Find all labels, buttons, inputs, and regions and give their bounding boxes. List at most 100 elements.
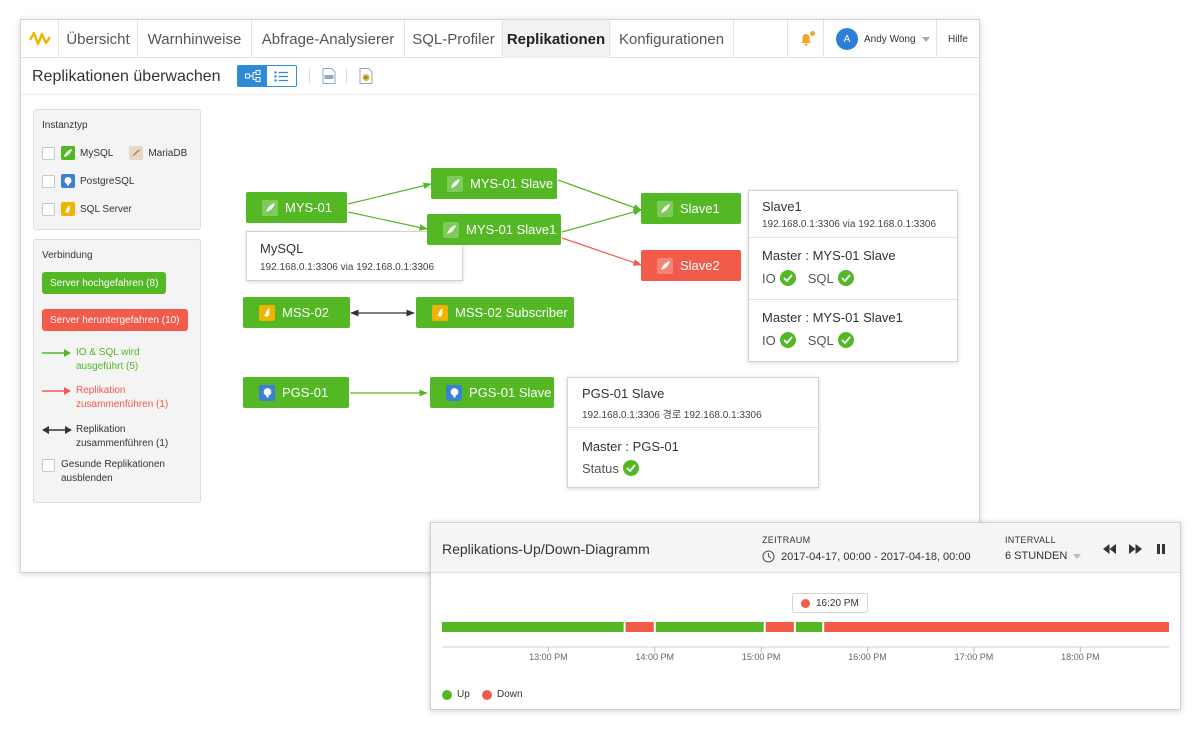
timeline-segment-up[interactable]: [795, 622, 823, 632]
checkbox[interactable]: [42, 146, 55, 160]
arrow-right-icon: [42, 349, 71, 357]
user-menu[interactable]: A Andy Wong: [823, 20, 936, 58]
chart-title: Replikations-Up/Down-Diagramm: [442, 541, 650, 557]
image-export-icon[interactable]: [359, 68, 373, 84]
axis-tick-label: 16:00 PM: [848, 652, 887, 662]
topology-view-button[interactable]: [238, 66, 267, 86]
interval-select[interactable]: 6 STUNDEN: [1005, 550, 1082, 562]
arrow-bidirectional-icon: [42, 426, 72, 434]
node-pgs-01-slave[interactable]: PGS-01 Slave: [430, 377, 554, 408]
node-pgs-01[interactable]: PGS-01: [243, 377, 349, 408]
filter-mysql[interactable]: MySQL MariaDB: [42, 146, 187, 160]
node-mss-02[interactable]: MSS-02: [243, 297, 350, 328]
mysql-icon: [657, 257, 673, 274]
mysql-icon: [61, 146, 75, 160]
postgresql-icon: [259, 384, 275, 401]
filter-label: SQL Server: [80, 203, 132, 215]
check-icon: [779, 332, 796, 348]
node-label: MSS-02 Subscriber: [455, 305, 568, 320]
check-icon: [837, 270, 854, 286]
servers-up-button[interactable]: Server hochgefahren (8): [42, 272, 167, 294]
servers-down-button[interactable]: Server heruntergefahren (10): [42, 309, 188, 331]
connection-filter-panel: Verbindung Server hochgefahren (8) Serve…: [33, 239, 201, 503]
mysql-icon: [657, 200, 673, 217]
card-title: MySQL: [260, 241, 304, 256]
tab-replikationen[interactable]: Replikationen: [503, 20, 610, 58]
toolbar-divider: [309, 68, 310, 84]
card-divider: [568, 427, 818, 428]
sqlserver-icon: [259, 304, 275, 321]
postgresql-icon: [446, 384, 462, 401]
timeline-segment-down[interactable]: [765, 622, 794, 632]
card-title: Slave1: [762, 199, 802, 214]
axis-tick-label: 18:00 PM: [1061, 652, 1100, 662]
node-label: Slave2: [680, 258, 720, 273]
axis-tick-label: 17:00 PM: [955, 652, 994, 662]
tab-uebersicht[interactable]: Übersicht: [59, 20, 138, 58]
period-selector[interactable]: 2017-04-17, 00:00 - 2017-04-18, 00:00: [762, 550, 971, 563]
axis-tick-label: 13:00 PM: [529, 652, 568, 662]
topology-icon: [244, 70, 260, 82]
card-title: PGS-01 Slave: [582, 386, 665, 401]
filter-label: PostgreSQL: [80, 175, 135, 187]
card-divider: [749, 237, 957, 238]
checkbox[interactable]: [42, 202, 55, 216]
help-link[interactable]: Hilfe: [936, 20, 979, 58]
timeline-tooltip: 16:20 PM: [792, 593, 868, 613]
replication-monitor-window: Übersicht Warnhinweise Abfrage-Analysier…: [20, 19, 980, 573]
card-divider: [749, 299, 957, 300]
arrow-right-icon: [42, 387, 71, 395]
tab-warnhinweise[interactable]: Warnhinweise: [138, 20, 252, 58]
timeline-segment-up[interactable]: [442, 622, 624, 632]
node-mss-02-subscriber[interactable]: MSS-02 Subscriber: [416, 297, 574, 328]
node-mys-01-slave[interactable]: MYS-01 Slave: [431, 168, 557, 199]
mysql-icon: [447, 175, 463, 192]
chevron-down-icon: [1073, 553, 1082, 559]
interval-label: INTERVALL: [1005, 535, 1056, 545]
node-slave2[interactable]: Slave2: [641, 250, 741, 281]
tab-abfrage-analysierer[interactable]: Abfrage-Analysierer: [252, 20, 405, 58]
checkbox[interactable]: [42, 459, 55, 472]
pause-button[interactable]: [1154, 542, 1168, 556]
card-address: 192.168.0.1:3306 via 192.168.0.1:3306: [260, 262, 435, 273]
tab-sql-profiler[interactable]: SQL-Profiler: [405, 20, 503, 58]
page-header: Replikationen überwachen: [21, 59, 979, 95]
node-label: PGS-01: [282, 385, 329, 400]
tab-konfigurationen[interactable]: Konfigurationen: [610, 20, 734, 58]
io-sql-status: IO SQL: [762, 332, 866, 348]
timeline-segment-down[interactable]: [824, 622, 1169, 632]
check-icon: [622, 460, 639, 476]
chart-header: Replikations-Up/Down-Diagramm ZEITRAUM 2…: [431, 523, 1180, 573]
node-label: MYS-01 Slave: [470, 176, 554, 191]
node-slave1[interactable]: Slave1: [641, 193, 741, 224]
replication-updown-chart-window: Replikations-Up/Down-Diagramm ZEITRAUM 2…: [430, 522, 1181, 710]
timeline-segment-down[interactable]: [625, 622, 654, 632]
node-mys-01-slave1[interactable]: MYS-01 Slave1: [427, 214, 561, 245]
mysql-info-card: MySQL 192.168.0.1:3306 via 192.168.0.1:3…: [246, 231, 463, 281]
check-icon: [837, 332, 854, 348]
timeline-segment-up[interactable]: [655, 622, 764, 632]
node-mys-01[interactable]: MYS-01: [246, 192, 347, 223]
master-name: Master : MYS-01 Slave: [762, 248, 896, 263]
page-title: Replikationen überwachen: [32, 68, 221, 85]
node-label: MYS-01 Slave1: [466, 222, 557, 237]
fast-forward-button[interactable]: [1128, 542, 1142, 556]
node-label: MYS-01: [285, 200, 332, 215]
node-label: PGS-01 Slave: [469, 385, 552, 400]
rewind-button[interactable]: [1102, 542, 1116, 556]
filter-postgresql[interactable]: PostgreSQL: [42, 174, 134, 188]
notifications-button[interactable]: [787, 20, 823, 58]
edge-mys01-slave1-to-slave2: [561, 237, 642, 266]
checkbox[interactable]: [42, 174, 55, 188]
edge-mys01-slave-to-slave1: [557, 179, 642, 211]
filter-sql-server[interactable]: SQL Server: [42, 202, 132, 216]
app-logo-icon[interactable]: [21, 20, 59, 58]
io-sql-status: IO SQL: [762, 270, 866, 286]
user-name: Andy Wong: [864, 33, 916, 45]
list-view-button[interactable]: [267, 66, 296, 86]
edge-mys01-slave1-to-slave1: [561, 208, 642, 233]
pdf-export-icon[interactable]: [322, 68, 336, 84]
edge-mys01-to-mys01-slave: [347, 182, 432, 205]
